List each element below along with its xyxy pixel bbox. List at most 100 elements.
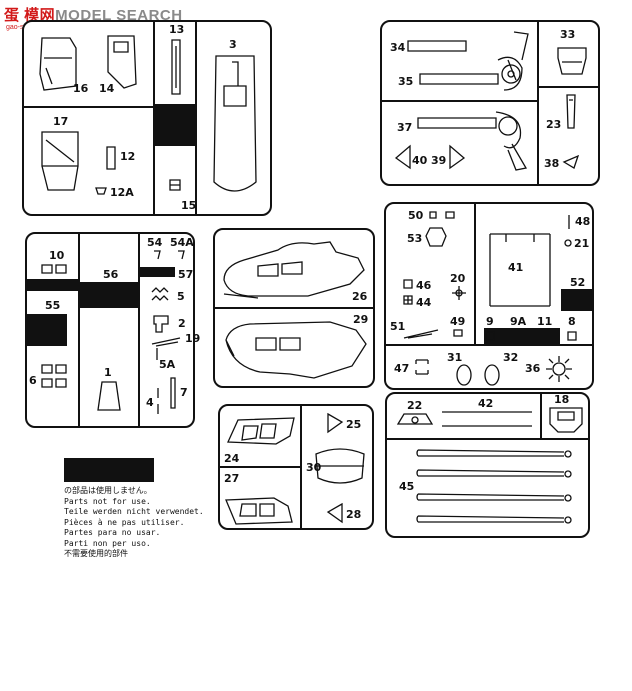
part-label-28: 28 xyxy=(346,508,362,521)
legend-ja: の部品は使用しません。 xyxy=(64,486,152,495)
part-label-44: 44 xyxy=(416,296,432,309)
part-label-12a: 12A xyxy=(110,186,134,199)
sprue-divider xyxy=(78,233,80,427)
part-label-53: 53 xyxy=(407,232,423,245)
part-9-shape xyxy=(485,331,495,341)
part-label-51: 51 xyxy=(390,320,406,333)
part-44-shape xyxy=(403,295,413,305)
part-label-29: 29 xyxy=(353,313,369,326)
part-7-shape xyxy=(170,377,176,409)
part-label-14: 14 xyxy=(99,82,115,95)
part-27-window xyxy=(225,497,293,525)
part-label-12: 12 xyxy=(120,150,136,163)
part-42-shape xyxy=(442,411,532,427)
sprue-frame-g xyxy=(385,392,590,538)
part-label-5: 5 xyxy=(177,290,185,303)
part-label-32: 32 xyxy=(503,351,519,364)
sprue-divider xyxy=(23,106,154,108)
part-label-21: 21 xyxy=(574,237,590,250)
part-label-9: 9 xyxy=(486,315,494,328)
sprue-divider xyxy=(195,21,197,215)
sprue-divider xyxy=(381,100,538,102)
part-label-1: 1 xyxy=(104,366,112,379)
part-label-3: 3 xyxy=(229,38,237,51)
part-label-37: 37 xyxy=(397,121,413,134)
part-36-rotor-hub xyxy=(546,356,572,382)
part-53-shape xyxy=(425,227,447,247)
part-4-shape xyxy=(157,388,159,414)
part-54-shape xyxy=(154,250,161,260)
part-37-tailboom xyxy=(417,111,528,171)
site-watermark: 蛋 模网MODEL SEARCH xyxy=(4,4,183,25)
part-10-shape xyxy=(41,264,67,274)
sprue-divider xyxy=(138,233,140,427)
part-label-23: 23 xyxy=(546,118,562,131)
part-label-17: 17 xyxy=(53,115,69,128)
part-6-lower-shape xyxy=(41,378,67,388)
part-12a-shape xyxy=(95,187,107,195)
sprue-divider xyxy=(385,344,593,346)
part-label-52: 52 xyxy=(570,276,586,289)
part-35-tailboom xyxy=(419,31,529,91)
part-label-24: 24 xyxy=(224,452,240,465)
legend-black-swatch xyxy=(64,458,154,482)
part-label-57: 57 xyxy=(178,268,194,281)
part-46-shape xyxy=(403,279,413,289)
part-label-45: 45 xyxy=(399,480,415,493)
part-label-8: 8 xyxy=(568,315,576,328)
legend-es: Partes para no usar. xyxy=(64,528,161,537)
part-32-shape xyxy=(484,364,500,386)
part-label-27: 27 xyxy=(224,472,240,485)
unused-part-block xyxy=(154,104,196,146)
part-17-shape xyxy=(41,131,79,191)
part-label-6: 6 xyxy=(29,374,37,387)
sprue-divider xyxy=(537,21,539,185)
unused-parts-legend: の部品は使用しません。 Parts not for use. Teile wer… xyxy=(64,486,204,560)
part-label-35: 35 xyxy=(398,75,414,88)
sprue-frame-a xyxy=(22,20,272,216)
part-label-38: 38 xyxy=(544,157,560,170)
part-23-shape xyxy=(566,94,576,129)
part-label-34: 34 xyxy=(390,41,406,54)
part-47-shape xyxy=(415,359,429,375)
legend-de: Teile werden nicht verwendet. xyxy=(64,507,204,516)
part-26-fuselage-left xyxy=(223,241,365,299)
part-label-10: 10 xyxy=(49,249,65,262)
part-label-5a: 5A xyxy=(159,358,176,371)
part-33-shape xyxy=(557,47,587,75)
part-label-9a: 9A xyxy=(510,315,527,328)
part-22-shape xyxy=(396,413,434,425)
part-8-shape xyxy=(567,331,577,341)
part-12-shape xyxy=(106,146,116,170)
part-label-22: 22 xyxy=(407,399,423,412)
part-label-33: 33 xyxy=(560,28,576,41)
part-6-upper-shape xyxy=(41,364,67,374)
watermark-suffix: MODEL SEARCH xyxy=(55,7,183,24)
part-18-shape xyxy=(549,407,583,433)
watermark-prefix: 蛋 模网 xyxy=(4,7,56,24)
part-51-shape xyxy=(403,329,439,339)
part-5a-shape xyxy=(156,348,158,360)
unused-part-block xyxy=(79,282,139,308)
part-label-16: 16 xyxy=(73,82,89,95)
part-30-shape xyxy=(315,448,365,484)
part-label-55: 55 xyxy=(45,299,61,312)
part-label-4: 4 xyxy=(146,396,154,409)
part-45-rotor-blades xyxy=(416,449,572,524)
part-49-shape xyxy=(453,329,463,337)
sprue-divider xyxy=(214,307,374,309)
part-14-shape xyxy=(107,35,137,89)
part-label-50: 50 xyxy=(408,209,424,222)
unused-part-block xyxy=(561,289,593,311)
part-label-42: 42 xyxy=(478,397,494,410)
unused-part-block xyxy=(26,279,79,291)
part-5-shape xyxy=(151,287,169,301)
part-31-shape xyxy=(456,364,472,386)
part-label-25: 25 xyxy=(346,418,362,431)
part-label-40: 40 xyxy=(412,154,428,167)
part-16-shape xyxy=(39,37,77,91)
legend-it: Parti non per uso. xyxy=(64,538,151,548)
unused-part-block xyxy=(484,328,560,344)
part-21-shape xyxy=(564,239,572,247)
part-3-floor xyxy=(213,55,257,192)
